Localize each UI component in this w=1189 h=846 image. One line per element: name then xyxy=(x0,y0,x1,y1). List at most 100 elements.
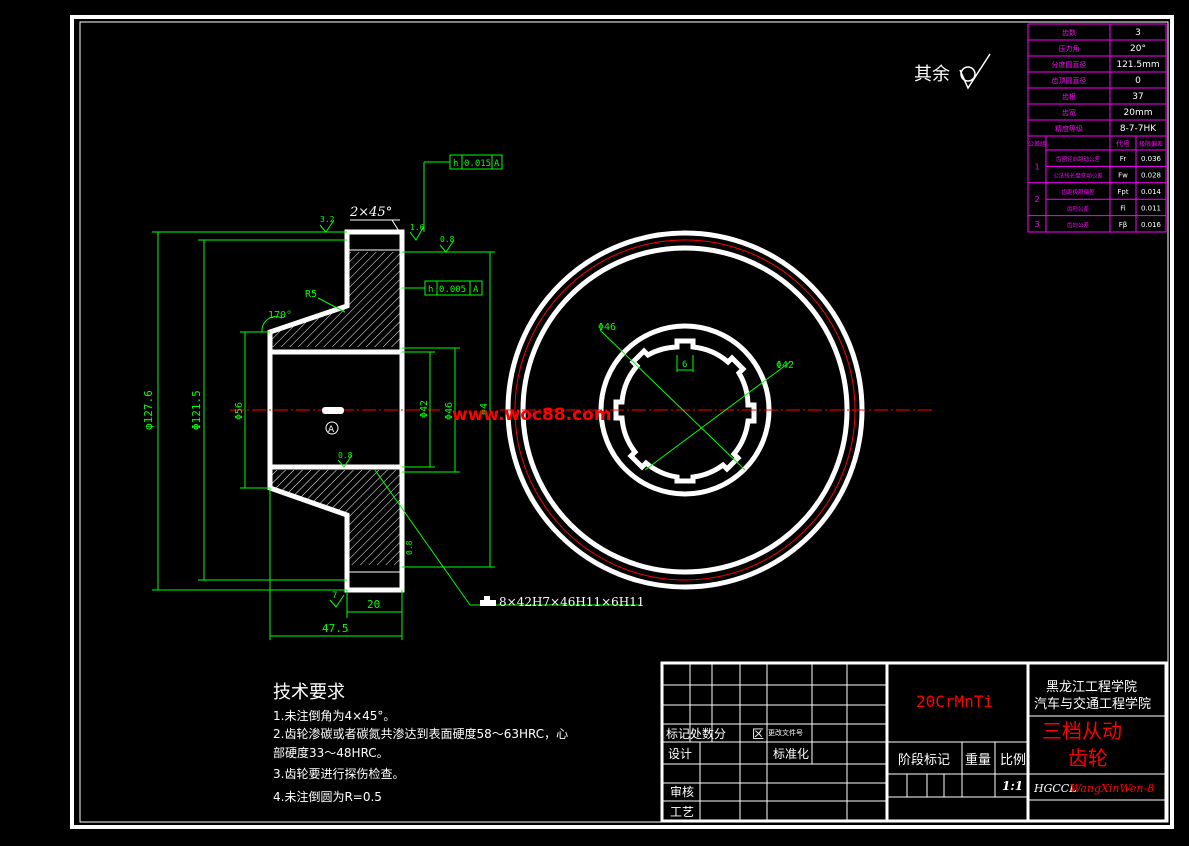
inner-frame xyxy=(79,21,1169,823)
tech-req-title: 技术要求 xyxy=(273,682,345,703)
hatch-web-bottom xyxy=(270,470,347,515)
title-block xyxy=(660,661,1168,823)
tol-group-1: 2 xyxy=(1034,195,1039,204)
leader-r5 xyxy=(317,297,346,313)
tech-req-line-1: 1.未注倒角为4×45°。 xyxy=(273,708,395,723)
roughness-note: 其余 xyxy=(914,53,991,90)
dim-46-h: Φ46 xyxy=(444,402,455,420)
angle-arc xyxy=(261,316,283,333)
tb-weight: 重量 xyxy=(965,752,991,768)
tol-name-0: 齿圈径向跳动公差 xyxy=(1056,155,1101,163)
tb-scale-value: 1:1 xyxy=(1002,779,1023,793)
dim-4: Φ4 xyxy=(479,403,490,415)
tb-zone: 区 xyxy=(752,727,764,741)
tol-value-3: 0.011 xyxy=(1141,204,1161,212)
tech-req-line-3: 部硬度33～48HRC。 xyxy=(273,745,389,760)
rough-08a-icon xyxy=(439,239,455,253)
tol-value-0: 0.036 xyxy=(1141,155,1162,163)
dim-56: Φ56 xyxy=(234,402,245,420)
title-block-text: 20CrMnTi 黑龙江工程学院 汽车与交通工程学院 三档从动 齿轮 HGCCL… xyxy=(666,679,1154,819)
datum-slot xyxy=(322,407,344,414)
tech-requirements: 技术要求 1.未注倒角为4×45°。 2.齿轮渗碳或者碳氮共渗达到表面硬度58～… xyxy=(273,682,568,804)
tb-part-name-1: 三档从动 xyxy=(1042,719,1122,743)
rough-16-icon xyxy=(409,225,425,241)
param-label-1: 压力角 xyxy=(1059,44,1080,53)
tol-name-1: 公法线长度变动公差 xyxy=(1053,172,1103,180)
param-label-3: 齿顶圆直径 xyxy=(1052,76,1087,85)
roughness-symbol-icon xyxy=(959,53,991,90)
tb-mark-row: 标记处数分 xyxy=(666,726,726,741)
tol-code-4: Fβ xyxy=(1119,221,1128,229)
dim-angle: 170° xyxy=(268,310,292,321)
dim-root-dia: Φ121.5 xyxy=(190,390,203,430)
tech-req-line-4: 3.齿轮要进行探伤检查。 xyxy=(273,766,404,781)
tol-code-0: Fr xyxy=(1120,155,1127,163)
param-value-3: 0 xyxy=(1135,76,1141,86)
rough-16: 1.6 xyxy=(410,223,425,232)
leader-spline xyxy=(374,469,471,606)
spline-spec-text: 8×42H7×46H11×6H11 xyxy=(499,595,645,609)
tol-group-2: 3 xyxy=(1034,220,1039,229)
param-value-6: 8-7-7HK xyxy=(1120,124,1157,134)
tb-review: 审核 xyxy=(670,784,694,799)
roughness-note-label: 其余 xyxy=(914,64,950,85)
dim-spline-width: 6 xyxy=(682,360,687,370)
dim-46-front: Φ46 xyxy=(598,322,616,333)
dim-42-h: Φ42 xyxy=(419,400,430,418)
tb-school-2: 汽车与交通工程学院 xyxy=(1034,696,1151,712)
param-label-4: 齿根 xyxy=(1062,92,1076,101)
tol-header-code: 代号 xyxy=(1116,139,1130,148)
tol-group-0: 1 xyxy=(1034,162,1039,171)
watermark: www.woc88.com xyxy=(452,405,612,425)
roughness-circle-icon xyxy=(960,66,976,82)
param-label-0: 齿数 xyxy=(1062,28,1076,37)
spline-bore xyxy=(613,338,757,484)
tech-req-line-2: 2.齿轮渗碳或者碳氮共渗达到表面硬度58～63HRC，心 xyxy=(273,726,568,741)
tol-name-4: 齿向公差 xyxy=(1067,221,1090,229)
tol-value-4: 0.016 xyxy=(1141,221,1162,229)
dim-outer-dia: φ127.6 xyxy=(142,390,155,430)
tech-req-line-5: 4.未注倒圆为R=0.5 xyxy=(273,789,382,804)
tol-frame-1: h 0.015 A xyxy=(449,154,503,170)
rough-7: 7 xyxy=(332,591,337,601)
tol-code-2: Fpt xyxy=(1117,188,1128,196)
tol-2-value: 0.005 xyxy=(439,285,466,295)
tb-change-doc: 更改文件号 xyxy=(768,728,803,737)
tb-process: 工艺 xyxy=(670,805,694,819)
chamfer-label: 2×45° xyxy=(349,205,392,220)
datum-label: A xyxy=(328,425,335,435)
outer-frame xyxy=(70,15,1174,829)
rough-08c: 0.8 xyxy=(405,540,414,555)
hatch-web-top xyxy=(270,306,347,347)
param-label-6: 精度等级 xyxy=(1055,124,1083,133)
param-value-2: 121.5mm xyxy=(1116,60,1159,70)
spline-icon xyxy=(480,596,496,606)
tb-standard: 标准化 xyxy=(773,747,809,761)
tb-part-name-2: 齿轮 xyxy=(1068,746,1108,770)
datum-circle xyxy=(325,421,339,435)
chamfer-leader-2 xyxy=(391,219,403,237)
spline-spec: 8×42H7×46H11×6H11 xyxy=(480,595,645,609)
dim-42-front: Φ42 xyxy=(776,360,794,371)
rough-32-icon xyxy=(319,219,335,233)
tol-value-1: 0.028 xyxy=(1141,172,1161,180)
hatch-rim-bottom xyxy=(347,470,402,565)
tb-school-1: 黑龙江工程学院 xyxy=(1046,679,1137,695)
tol-header-group: 公差组 xyxy=(1028,140,1046,148)
dim-width-475: 47.5 xyxy=(322,622,349,635)
param-value-4: 37 xyxy=(1132,92,1143,102)
section-view: h 0.015 A h 0.005 A φ127.6 Φ121.5 Φ56 Φ4… xyxy=(142,154,645,640)
tb-drawing-no: HGCCL xyxy=(1033,782,1077,795)
rough-08b-icon xyxy=(337,454,353,468)
dim-width-20: 20 xyxy=(367,598,380,611)
tb-scale: 比例 xyxy=(1000,753,1026,768)
param-value-5: 20mm xyxy=(1124,108,1153,118)
param-label-2: 分度圆直径 xyxy=(1052,60,1087,69)
tol-1-symbol: h xyxy=(453,159,458,169)
param-value-0: 3 xyxy=(1135,28,1141,38)
tol-code-3: Fi xyxy=(1120,204,1126,212)
tol-1-value: 0.015 xyxy=(464,159,491,169)
rough-32: 3.2 xyxy=(320,215,335,224)
